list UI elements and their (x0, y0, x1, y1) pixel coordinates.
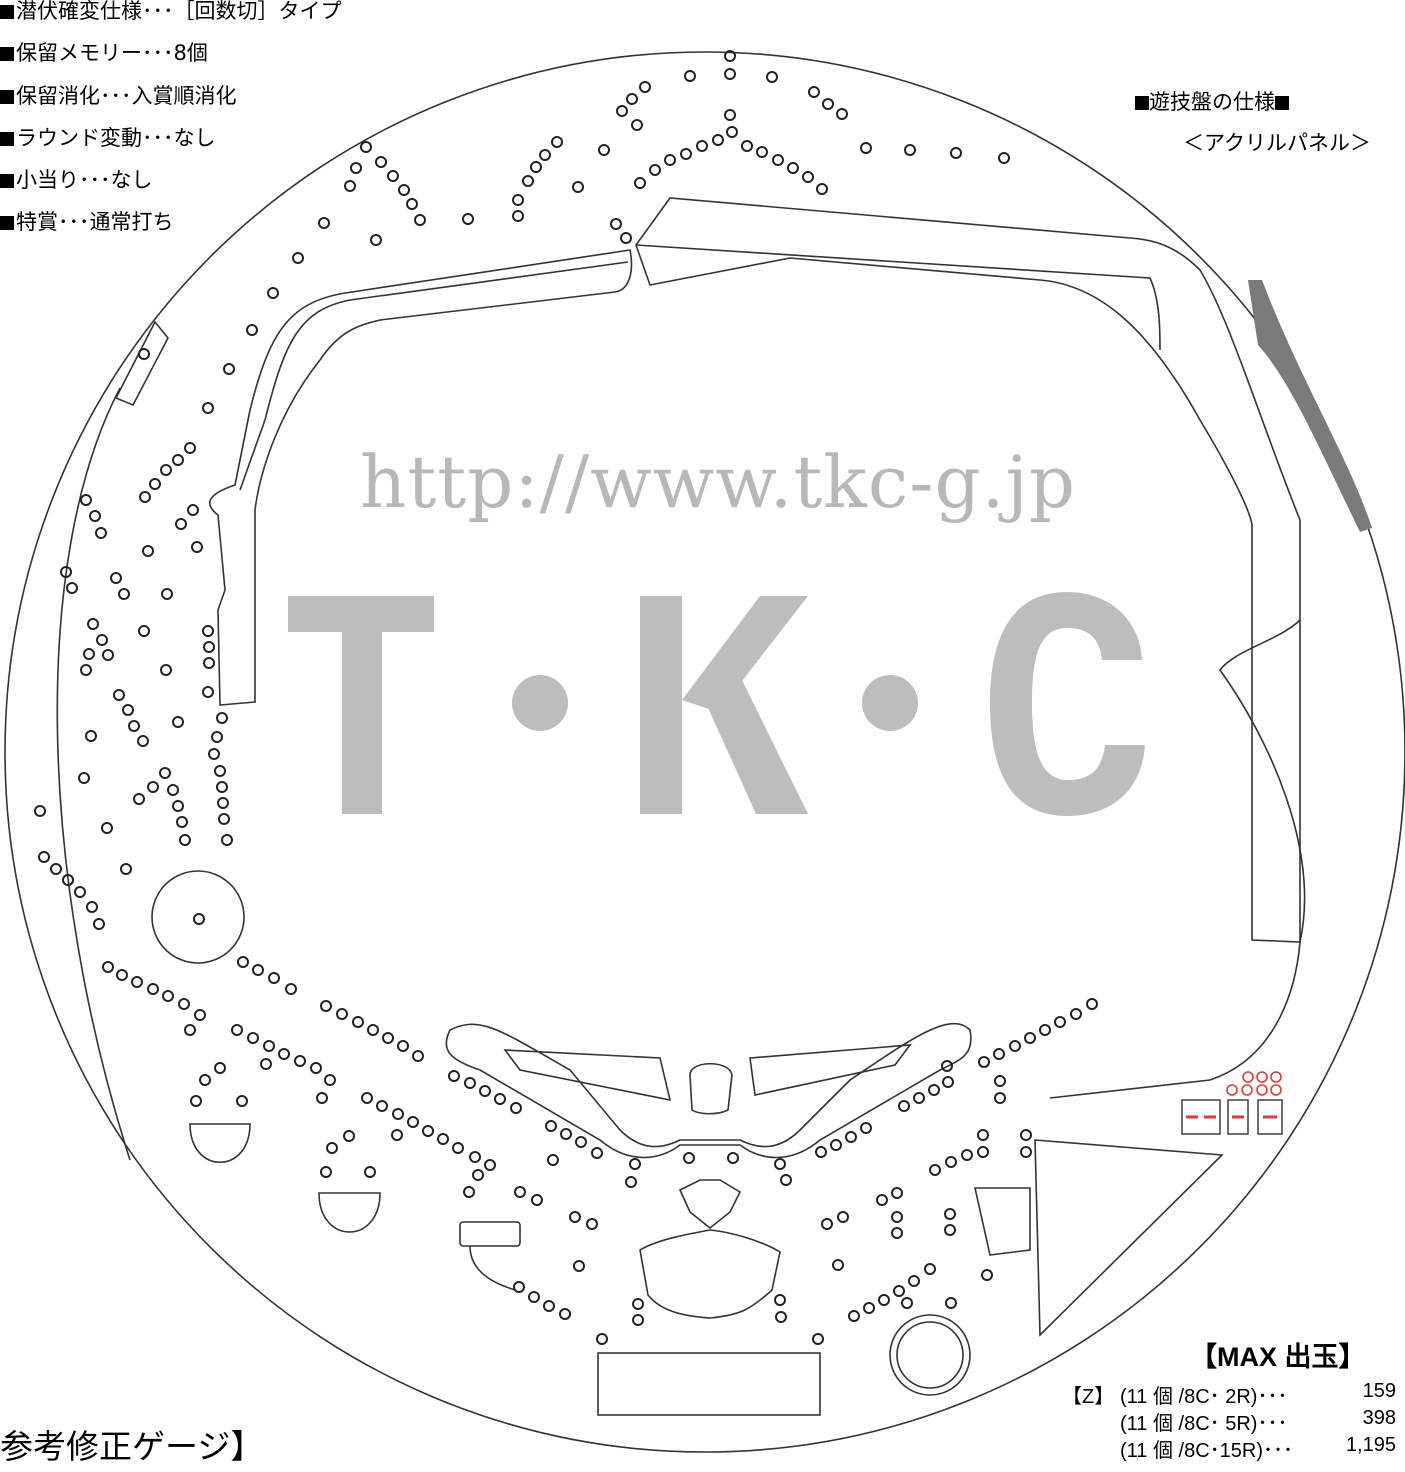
spec-item-digest: 保留消化･･･入賞順消化 (0, 86, 237, 107)
pocket-left-2 (318, 1192, 381, 1233)
right-small-part (974, 1187, 1031, 1256)
center-stage (445, 1022, 972, 1159)
left-upper-part (114, 320, 169, 407)
square-bullet-icon (0, 90, 14, 104)
spec-text: ラウンド変動･･･なし (16, 126, 216, 150)
spec-item-special: 特賞･･･通常打ち (0, 212, 174, 233)
nail-pattern (34, 50, 1098, 1345)
outer-rail-inner (56, 387, 131, 1161)
spec-item-memory: 保留メモリー･･･8個 (0, 43, 208, 64)
spec-text: 小当り･･･なし (16, 168, 153, 192)
board-spec-title: 遊技盤の仕様 (1135, 86, 1289, 116)
max-payout-row: (11 個 /8C･15R)･･･ 1,195 (1062, 1434, 1402, 1463)
payout-condition: (11 個 /8C･15R)･･･ (1120, 1440, 1294, 1462)
gauge-label: 参考修正ゲージ】 (0, 1427, 264, 1466)
right-attacker (1034, 1139, 1224, 1337)
tkc-logo (288, 592, 1145, 816)
right-side-rail-2 (1219, 619, 1306, 943)
electric-tulip (639, 1229, 781, 1319)
pocket-left-1 (189, 1123, 251, 1163)
right-side-rail (1049, 941, 1301, 1099)
spec-text: 特賞･･･通常打ち (16, 210, 174, 234)
stage-center-hole (689, 1063, 733, 1115)
square-bullet-icon (1275, 96, 1289, 110)
spec-item-round: ラウンド変動･･･なし (0, 128, 216, 149)
square-bullet-icon (1135, 96, 1149, 110)
spec-text: 保留メモリー･･･8個 (16, 41, 208, 65)
spec-text: 保留消化･･･入賞順消化 (16, 84, 237, 108)
stage-left-wing (503, 1049, 672, 1102)
start-pocket (678, 1179, 742, 1230)
left-gimmick (459, 1221, 521, 1247)
max-payout-row: (11 個 /8C･ 5R)･･･ 398 (1062, 1407, 1402, 1436)
right-ring-inner (896, 1321, 964, 1389)
status-lamps (1226, 1071, 1282, 1096)
top-guide-rail-inner (635, 244, 1161, 351)
attacker (597, 1352, 821, 1416)
left-gimmick-arm (469, 1245, 516, 1291)
right-ring-outer (889, 1314, 971, 1396)
payout-value: 398 (1362, 1407, 1396, 1429)
square-bullet-icon (0, 174, 14, 188)
square-bullet-icon (0, 132, 14, 146)
board-spec-panel: ＜アクリルパネル＞ (1183, 131, 1371, 155)
max-payout-title: 【MAX 出玉】 (1190, 1342, 1366, 1372)
payout-value: 159 (1362, 1380, 1396, 1402)
spec-text: 潜伏確変仕様･･･［回数切］タイプ (16, 0, 342, 23)
board-spec-title-text: 遊技盤の仕様 (1149, 90, 1275, 114)
payout-condition: (11 個 /8C･ 5R)･･･ (1120, 1413, 1288, 1435)
top-guide-rail (635, 197, 1301, 943)
left-windmill (151, 870, 245, 964)
right-rail-strip (1248, 280, 1372, 532)
spec-item-small-hit: 小当り･･･なし (0, 170, 153, 191)
watermark-url: http://www.tkc-g.jp (360, 440, 1076, 524)
stage-right-wing (749, 1044, 912, 1096)
payout-tag: 【Z】 (1062, 1386, 1115, 1408)
board-outline (4, 51, 1405, 1453)
square-bullet-icon (0, 5, 14, 19)
square-bullet-icon (0, 47, 14, 61)
max-payout-row: 【Z】(11 個 /8C･ 2R)･･･ 159 (1062, 1380, 1402, 1409)
segment-displays (1181, 1099, 1283, 1135)
spec-item-type: 潜伏確変仕様･･･［回数切］タイプ (0, 1, 342, 22)
square-bullet-icon (0, 216, 14, 230)
payout-value: 1,195 (1345, 1434, 1396, 1456)
left-guide-rail-inner (239, 261, 629, 491)
payout-condition: (11 個 /8C･ 2R)･･･ (1120, 1386, 1288, 1408)
left-guide-rail (208, 249, 633, 706)
